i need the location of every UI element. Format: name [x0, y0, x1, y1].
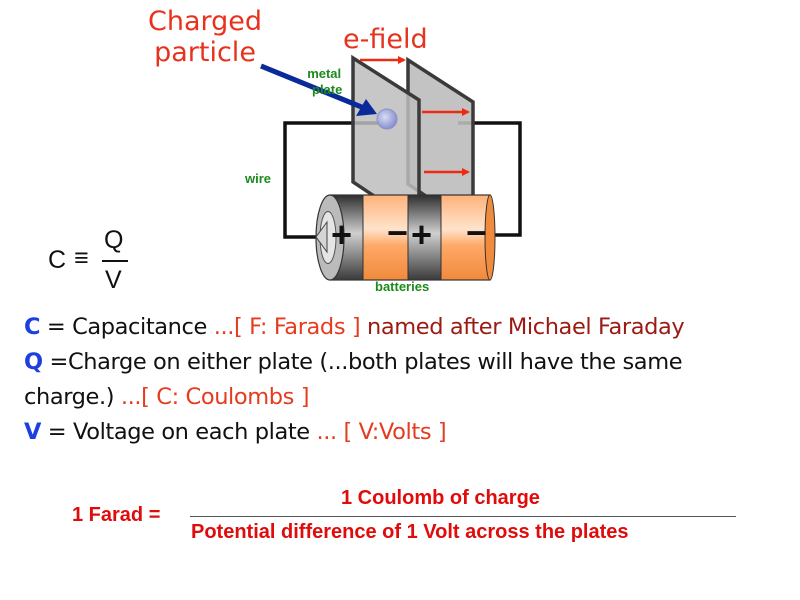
unit-farads: ...[ F: Farads ]: [213, 314, 361, 340]
battery-plus-sign-2: +: [411, 214, 433, 255]
battery-minus-sign-2: −: [466, 212, 488, 253]
metal-plate-label-line2: plate: [312, 82, 343, 97]
faraday-note: named after Michael Faraday: [360, 314, 685, 340]
farad-fraction-bar: [190, 516, 736, 517]
charged-particle-label-line2: particle: [154, 37, 256, 68]
batteries-label: batteries: [375, 279, 430, 294]
wire-label: wire: [245, 171, 272, 186]
formula-equiv-symbol: ≡: [74, 244, 89, 272]
metal-plate-label-line1: metal: [307, 66, 342, 81]
farad-lhs: 1 Farad =: [72, 504, 161, 526]
definition-text: = Capacitance: [40, 314, 214, 340]
definition-text: = Voltage on each plate: [41, 419, 317, 445]
metal-plate-label: metal plate: [306, 66, 342, 98]
definition-voltage: V = Voltage on each plate ... [ V:Volts …: [24, 419, 447, 445]
definition-capacitance: C = Capacitance ...[ F: Farads ] named a…: [24, 314, 685, 340]
e-field-label: e-field: [343, 24, 428, 55]
formula-denominator: V: [105, 266, 122, 294]
definition-charge-continued: charge.) ...[ C: Coulombs ]: [24, 384, 310, 410]
definition-text: charge.): [24, 384, 121, 410]
unit-volts: ... [ V:Volts ]: [316, 419, 447, 445]
formula-lhs: C: [48, 246, 67, 274]
charged-particle-label-line1: Charged: [148, 6, 263, 37]
var-q: Q: [24, 349, 43, 375]
e-field-arrows: [360, 56, 470, 176]
unit-coulombs: ...[ C: Coulombs ]: [120, 384, 310, 410]
definition-charge: Q =Charge on either plate (...both plate…: [24, 349, 683, 375]
pointer-arrow-icon: [260, 63, 377, 116]
var-c: C: [24, 314, 41, 340]
battery-minus-sign-1: −: [387, 212, 409, 253]
wire: [283, 121, 522, 239]
formula-numerator: Q: [104, 226, 124, 254]
var-v: V: [24, 419, 42, 445]
formula-fraction-bar: [102, 260, 128, 262]
farad-numerator: 1 Coulomb of charge: [341, 487, 540, 509]
farad-denominator: Potential difference of 1 Volt across th…: [191, 521, 629, 543]
battery-plus-sign-1: +: [331, 214, 353, 255]
charged-particle-label: Charged particle: [148, 6, 262, 68]
charged-particle-icon: [376, 108, 398, 130]
definition-text: =Charge on either plate (...both plates …: [42, 349, 683, 375]
batteries-icon: [315, 194, 496, 281]
